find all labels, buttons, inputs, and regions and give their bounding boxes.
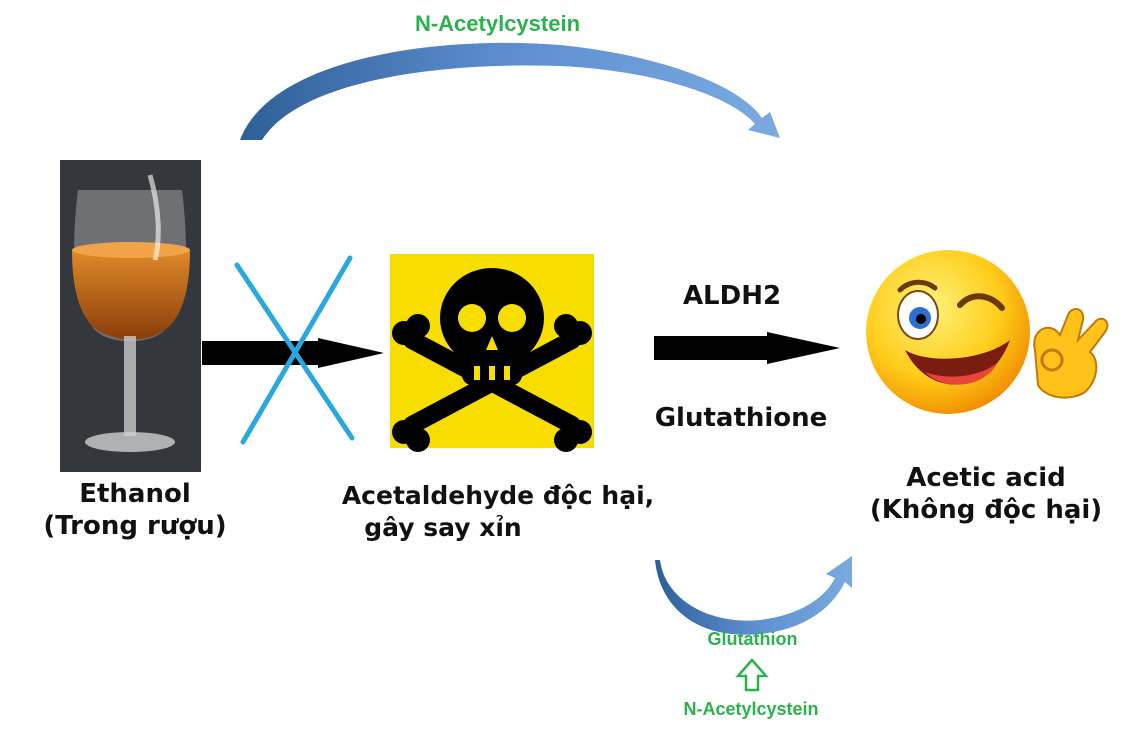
acetic-acid-label: Acetic acid (Không độc hại) [858,462,1114,526]
top-nac-label: N-Acetylcystein [380,8,615,40]
ethanol-name: Ethanol [40,478,230,510]
top-curved-arrow [240,43,780,140]
cofactor-label: Glutathione [648,402,834,434]
glutathion-label: Glutathion [690,628,815,650]
reaction-arrow-2 [654,332,840,364]
bottom-nac-label: N-Acetylcystein [665,698,837,720]
winking-smiley-icon [866,250,1030,414]
wine-glass-image [60,160,201,472]
ethanol-note: (Trong rượu) [40,510,230,542]
acetaldehyde-note: gây say xỉn [330,512,556,544]
ok-hand-icon [1034,309,1107,398]
ethanol-label: Ethanol (Trong rượu) [40,478,230,542]
bottom-curved-arrow [655,556,852,635]
acetic-acid-note: (Không độc hại) [858,494,1114,526]
skull-crossbones-icon [390,254,594,452]
acetaldehyde-name: Acetaldehyde độc hại, [330,480,666,512]
enzyme-label: ALDH2 [682,280,782,312]
acetic-acid-name: Acetic acid [858,462,1114,494]
acetaldehyde-label: Acetaldehyde độc hại, gây say xỉn [330,480,666,544]
up-arrow-icon [738,660,766,690]
